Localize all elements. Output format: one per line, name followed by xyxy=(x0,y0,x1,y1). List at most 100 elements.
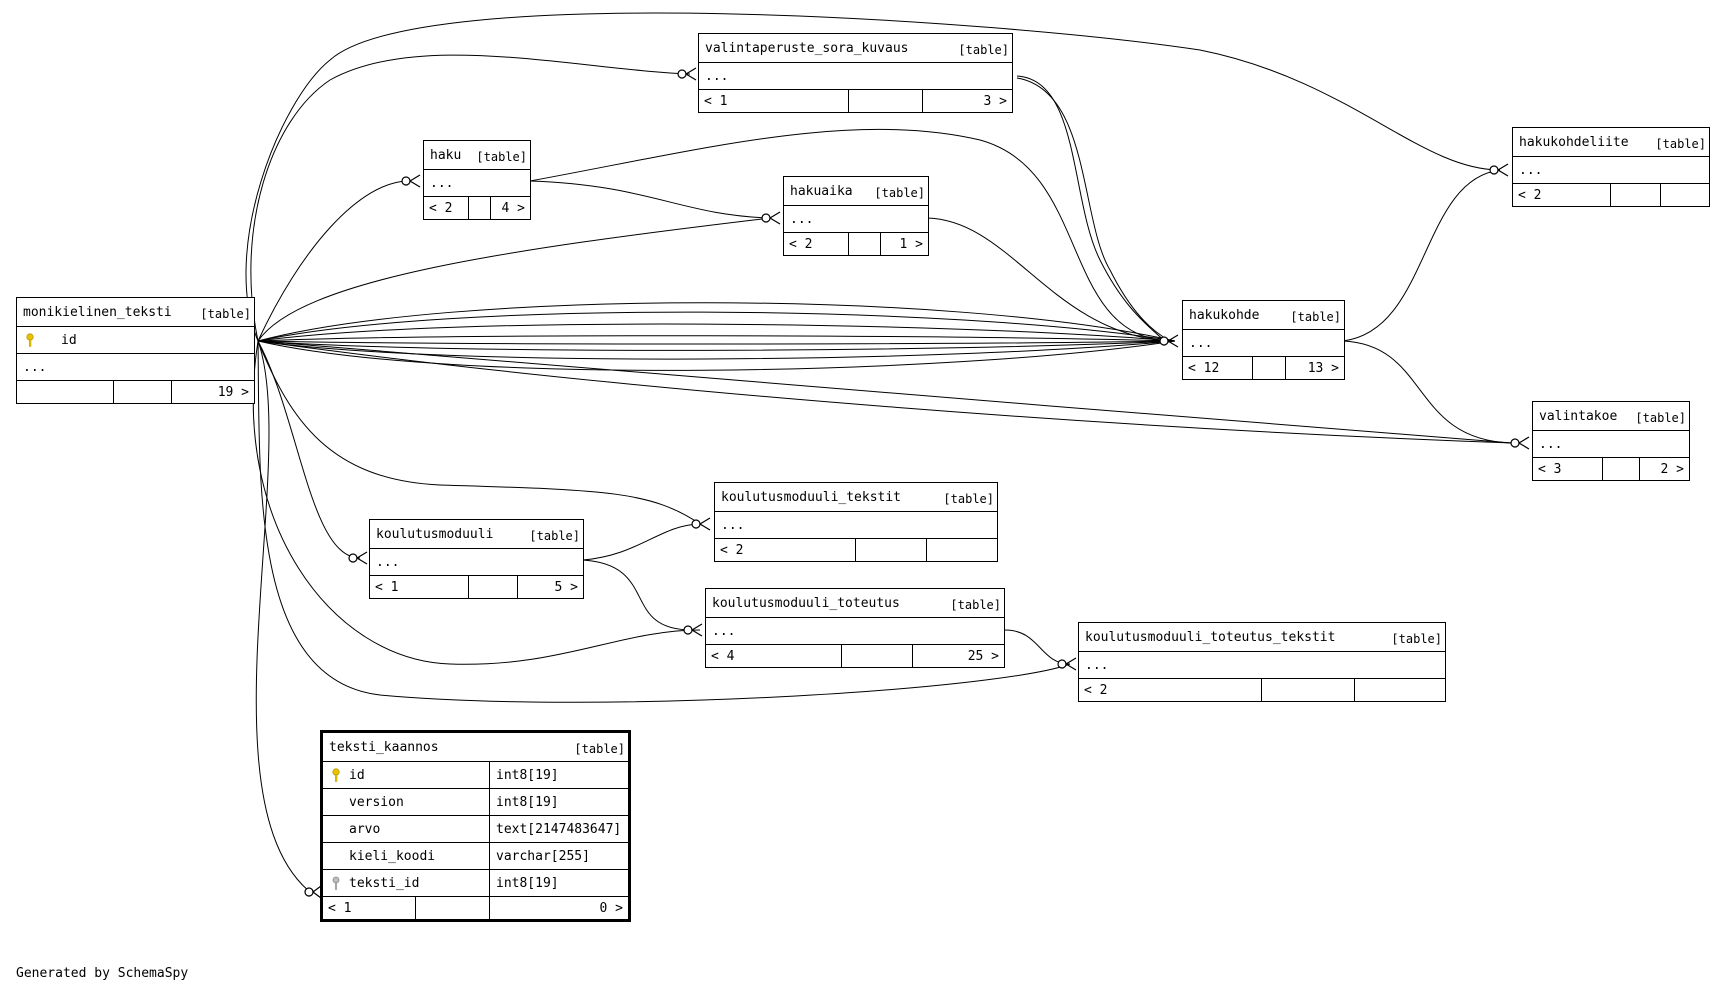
edge-monikielinen-hakukohde-8 xyxy=(257,340,1176,371)
children-count: 4 xyxy=(501,201,510,216)
table-header: hakukohde [table] xyxy=(1183,301,1344,330)
table-type-tag: [table] xyxy=(950,598,1001,612)
edge-monikielinen-koulutusmoduuli-toteutus xyxy=(252,340,701,665)
children-count: 2 xyxy=(1660,462,1669,477)
edge-monikielinen-teksti-kaannos xyxy=(255,340,311,893)
edge-monikielinen-koulutusmoduuli-tekstit xyxy=(257,340,701,525)
children-count: 3 xyxy=(983,94,992,109)
table-type-tag: [table] xyxy=(1635,411,1686,425)
table-teksti-kaannos[interactable]: teksti_kaannos [table] id int8[19] versi… xyxy=(320,730,631,922)
edge-monikielinen-hakukohde-5 xyxy=(257,340,1176,345)
table-name: valintakoe xyxy=(1539,409,1618,424)
table-header: hakukohdeliite [table] xyxy=(1513,128,1709,157)
table-type-tag: [table] xyxy=(529,529,580,543)
parents-count: 1 xyxy=(343,901,352,916)
columns-ellipsis: ... xyxy=(430,176,454,191)
column-type: int8[19] xyxy=(496,768,559,783)
table-haku[interactable]: haku [table] ... < 2 4 > xyxy=(423,140,531,220)
table-name: hakuaika xyxy=(790,184,853,199)
edge-monikielinen-valintaperuste xyxy=(250,54,691,342)
columns-collapsed-row: ... xyxy=(1533,431,1689,458)
columns-ellipsis: ... xyxy=(712,624,736,639)
marker-haku xyxy=(401,176,411,186)
table-footer: < 2 xyxy=(1513,184,1709,206)
marker-kmt-tekstit xyxy=(1057,659,1067,669)
table-header: haku [table] xyxy=(424,141,530,170)
table-koulutusmoduuli-toteutus[interactable]: koulutusmoduuli_toteutus [table] ... < 4… xyxy=(705,588,1005,668)
table-hakuaika[interactable]: hakuaika [table] ... < 2 1 > xyxy=(783,176,929,256)
column-type: int8[19] xyxy=(496,795,559,810)
columns-ellipsis: ... xyxy=(23,360,47,375)
table-koulutusmoduuli-tekstit[interactable]: koulutusmoduuli_tekstit [table] ... < 2 xyxy=(714,482,998,562)
edge-haku-hakuaika xyxy=(529,180,771,219)
children-count: 25 xyxy=(967,649,984,664)
generated-by-footer: Generated by SchemaSpy xyxy=(16,966,189,981)
table-type-tag: [table] xyxy=(574,742,625,756)
column-type: text[2147483647] xyxy=(496,822,622,837)
marker-hakukohde xyxy=(1159,336,1169,346)
parents-count: 2 xyxy=(804,237,813,252)
table-koulutusmoduuli[interactable]: koulutusmoduuli [table] ... < 1 5 > xyxy=(369,519,584,599)
columns-ellipsis: ... xyxy=(1539,437,1563,452)
table-footer: < 2 4 > xyxy=(424,197,530,219)
columns-ellipsis: ... xyxy=(790,212,814,227)
table-header: valintakoe [table] xyxy=(1533,402,1689,431)
column-row: kieli_koodi varchar[255] xyxy=(323,843,628,870)
column-name: version xyxy=(349,795,404,810)
marker-teksti-kaannos xyxy=(304,887,314,897)
column-name: id xyxy=(349,768,365,783)
marker-koulutusmoduuli xyxy=(348,553,358,563)
columns-collapsed-row: ... xyxy=(370,549,583,576)
edge-km-km-toteutus xyxy=(582,559,693,631)
children-count: 0 xyxy=(599,901,608,916)
edge-hakuaika-hakukohde xyxy=(926,217,1166,342)
table-footer: < 1 5 > xyxy=(370,576,583,598)
edge-haku-hakukohde xyxy=(529,128,1166,342)
table-koulutusmoduuli-toteutus-tekstit[interactable]: koulutusmoduuli_toteutus_tekstit [table]… xyxy=(1078,622,1446,702)
column-type: varchar[255] xyxy=(496,849,590,864)
parents-count: 3 xyxy=(1553,462,1562,477)
columns-collapsed-row: ... xyxy=(706,618,1004,645)
edge-monikielinen-hakukohde-1 xyxy=(257,302,1176,342)
table-header: koulutusmoduuli_toteutus_tekstit [table] xyxy=(1079,623,1445,652)
columns-ellipsis: ... xyxy=(721,518,745,533)
parents-count: 2 xyxy=(735,543,744,558)
table-header: hakuaika [table] xyxy=(784,177,928,206)
table-name: koulutusmoduuli xyxy=(376,527,494,542)
columns-collapsed-row: ... xyxy=(1513,157,1709,184)
column-name: id xyxy=(61,333,77,348)
table-hakukohde[interactable]: hakukohde [table] ... < 12 13 > xyxy=(1182,300,1345,380)
table-type-tag: [table] xyxy=(200,307,251,321)
edge-hakukohde-hakukohdeliite xyxy=(1342,169,1501,342)
edge-hakukohde-valintakoe xyxy=(1342,340,1513,444)
table-monikielinen-teksti[interactable]: monikielinen_teksti [table] id ... 19 > xyxy=(16,297,255,404)
marker-hakuaika xyxy=(761,213,771,223)
edge-monikielinen-kmt-tekstit xyxy=(257,340,1071,703)
table-footer: < 1 3 > xyxy=(699,90,1012,112)
columns-ellipsis: ... xyxy=(376,555,400,570)
columns-ellipsis: ... xyxy=(1085,658,1109,673)
primary-key-icon xyxy=(332,768,340,782)
table-valintaperuste-sora-kuvaus[interactable]: valintaperuste_sora_kuvaus [table] ... <… xyxy=(698,33,1013,113)
table-header: koulutusmoduuli_tekstit [table] xyxy=(715,483,997,512)
table-header: teksti_kaannos [table] xyxy=(323,733,628,762)
table-valintakoe[interactable]: valintakoe [table] ... < 3 2 > xyxy=(1532,401,1690,481)
edge-valintaperuste-hakukohde-1 xyxy=(1016,75,1166,342)
table-footer: < 4 25 > xyxy=(706,645,1004,667)
table-name: valintaperuste_sora_kuvaus xyxy=(705,41,909,56)
table-type-tag: [table] xyxy=(1655,137,1706,151)
column-row-id: id xyxy=(17,327,254,354)
table-footer: < 2 1 > xyxy=(784,233,928,255)
table-footer: < 1 0 > xyxy=(323,897,628,919)
table-footer: < 2 xyxy=(1079,679,1445,701)
parents-count: 1 xyxy=(719,94,728,109)
table-hakukohdeliite[interactable]: hakukohdeliite [table] ... < 2 xyxy=(1512,127,1710,207)
edge-monikielinen-hakukohde-6 xyxy=(257,340,1176,351)
marker-valintakoe xyxy=(1510,438,1520,448)
edge-valintaperuste-hakukohde-2 xyxy=(1016,77,1171,342)
parents-count: 2 xyxy=(1533,188,1542,203)
edge-monikielinen-hakukohde-7 xyxy=(257,340,1176,360)
marker-hakukohdeliite xyxy=(1489,165,1499,175)
table-name: monikielinen_teksti xyxy=(23,305,172,320)
column-row: teksti_id int8[19] xyxy=(323,870,628,897)
